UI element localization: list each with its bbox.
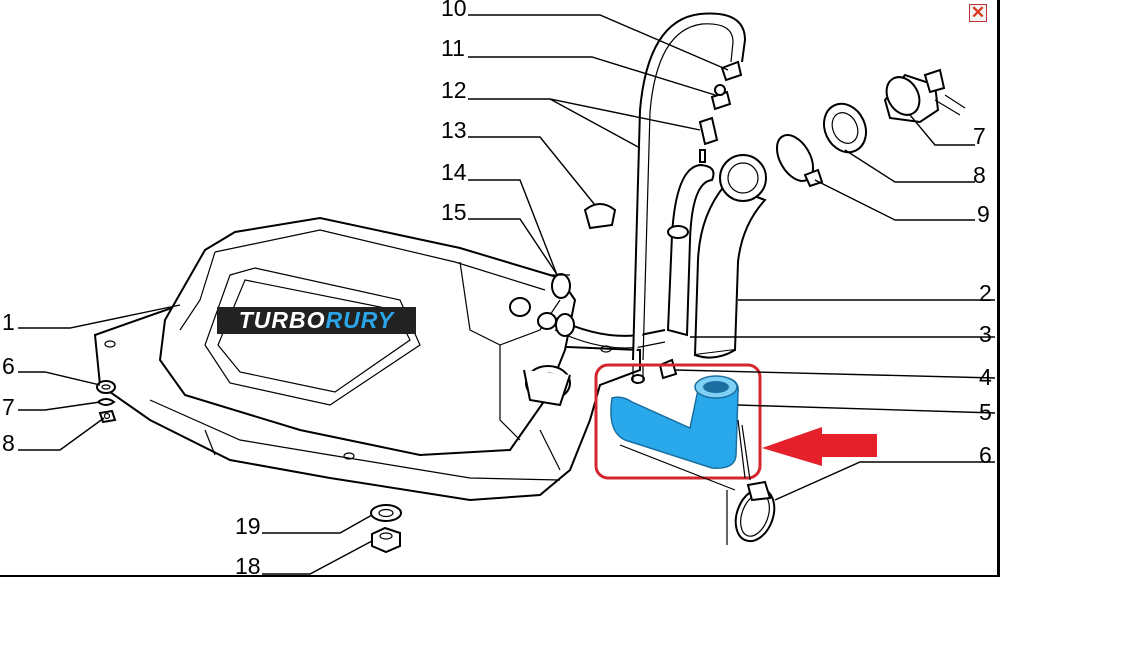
label-6b: 6	[979, 442, 992, 468]
breather-hose	[666, 163, 715, 337]
filler-pipe	[693, 154, 767, 359]
label-2: 2	[979, 280, 992, 306]
hose-clamp-6	[734, 480, 776, 543]
close-button[interactable]: ✕	[969, 4, 987, 22]
highlighted-hose	[610, 375, 739, 469]
label-15: 15	[441, 199, 467, 225]
watermark-logo: TURBO RURY	[217, 307, 416, 334]
label-5: 5	[979, 399, 992, 425]
label-7b: 7	[973, 123, 986, 149]
leader-lines	[18, 14, 996, 575]
fuel-cap-lock	[883, 68, 966, 124]
label-12: 12	[441, 77, 467, 103]
label-6: 6	[2, 353, 15, 379]
part-numbers: 1 6 7 8 10 11 12 13 14 15 7 8 9 2 3 4 5 …	[2, 0, 992, 577]
label-8: 8	[2, 430, 15, 456]
logo-part-2: RURY	[325, 307, 395, 333]
label-19: 19	[235, 513, 261, 539]
seal-ring	[823, 102, 867, 154]
red-arrow	[762, 427, 877, 466]
label-14: 14	[441, 159, 467, 185]
label-4: 4	[979, 364, 992, 390]
valve-11	[710, 84, 732, 111]
label-8b: 8	[973, 162, 986, 188]
label-10: 10	[441, 0, 467, 21]
label-7: 7	[2, 394, 15, 420]
label-3: 3	[979, 321, 992, 347]
clamp-13	[583, 203, 617, 230]
highlight-box	[594, 363, 762, 480]
close-icon: ✕	[970, 3, 986, 22]
hose-clamp-9	[775, 134, 824, 188]
logo-part-1: TURBO	[238, 307, 326, 333]
label-9: 9	[977, 201, 990, 227]
label-13: 13	[441, 117, 467, 143]
fuel-tank-diagram: 1 6 7 8 10 11 12 13 14 15 7 8 9 2 3 4 5 …	[2, 0, 996, 577]
label-1: 1	[2, 309, 15, 335]
fuel-tank	[93, 216, 641, 502]
label-11: 11	[441, 35, 465, 61]
label-18: 18	[235, 553, 261, 577]
